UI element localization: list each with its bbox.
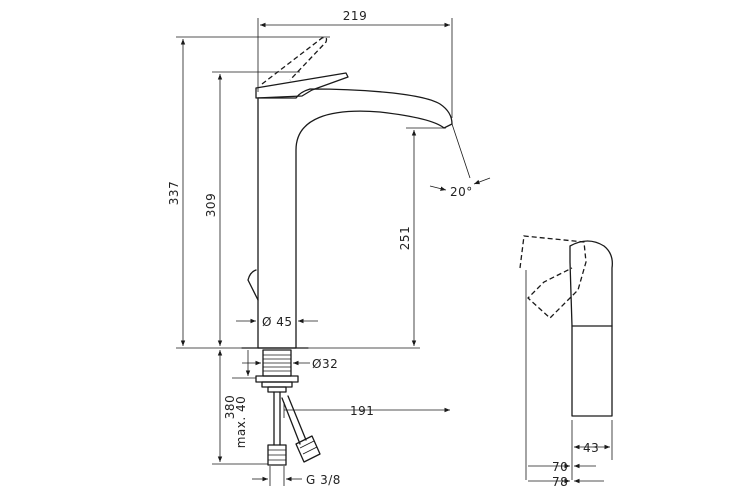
dim-spout-reach: 191 xyxy=(350,404,374,418)
dim-handle-depth-b: 78 xyxy=(552,475,568,489)
handle-outline xyxy=(569,240,613,417)
dim-spout-height: 251 xyxy=(398,226,412,250)
lever-raised-dashed xyxy=(261,36,328,85)
dim-spout-angle: 20° xyxy=(450,185,473,199)
supply-hoses xyxy=(267,391,321,466)
handle-detail-view xyxy=(519,235,613,484)
dim-thread-diameter: Ø32 xyxy=(312,357,338,371)
lever-handle xyxy=(255,72,349,99)
threaded-shank xyxy=(255,349,299,393)
dim-connection: G 3/8 xyxy=(306,473,341,487)
dim-hose-length: 380 xyxy=(223,395,237,419)
dim-body-diameter: Ø 45 xyxy=(262,315,293,329)
dimension-lines xyxy=(176,18,491,486)
dim-handle-width: 43 xyxy=(583,441,599,455)
faucet-body-outline xyxy=(257,88,453,349)
handle-raised-dashed xyxy=(519,235,587,319)
faucet-side-view xyxy=(241,36,453,466)
dim-handle-depth-a: 70 xyxy=(552,460,568,474)
dim-overall-width: 219 xyxy=(343,9,367,23)
dim-body-height: 309 xyxy=(204,193,218,217)
dim-max-thickness: max. 40 xyxy=(234,396,248,449)
dim-overall-height: 337 xyxy=(167,181,181,205)
popup-rod xyxy=(247,269,259,301)
